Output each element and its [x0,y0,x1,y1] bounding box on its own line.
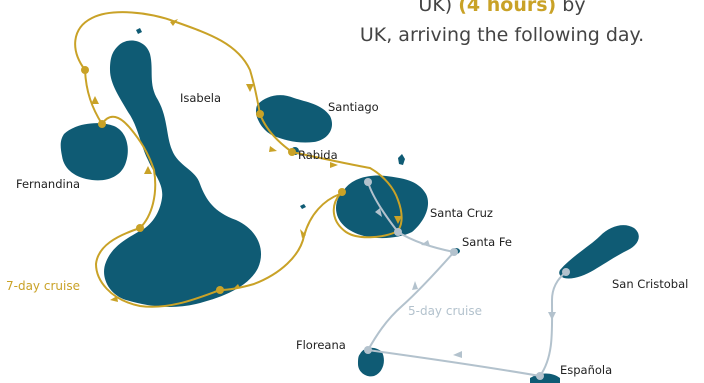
stop-7-fernandina [98,120,106,128]
island-santiago [256,95,333,143]
arrow-7-j [91,96,99,104]
stop-7-isabela-north [81,66,89,74]
label-espanola: Española [560,363,612,377]
arrow-5-d [453,351,462,358]
arrow-5-e [548,312,556,320]
route-7-day-arrows [91,19,402,302]
intro-line-1-highlight: (4 hours) [458,0,557,16]
islet-west-santa-cruz [300,204,306,209]
stop-5-santa-cruz-north [364,178,372,186]
stop-5-san-cristobal [562,268,570,276]
route-5-day-stops [364,178,570,380]
arrow-5-b [421,240,430,246]
label-rabida: Rabida [298,148,338,162]
arrow-7-c [269,146,277,152]
route-7-day-stops [81,66,346,294]
intro-line-1-post: by [562,0,586,16]
label-5-day-cruise: 5-day cruise [408,304,482,318]
label-santiago: Santiago [328,100,379,114]
label-7-day-cruise: 7-day cruise [6,279,80,293]
intro-text: UK) (4 hours) by UK, arriving the follow… [292,0,704,50]
islet-isabela-north [136,28,142,34]
route-5-day-arrows [375,208,556,358]
arrow-7-g [232,284,240,290]
arrow-7-h [110,296,118,302]
stop-5-espanola [536,372,544,380]
arrow-7-b [246,84,254,92]
arrow-7-e [394,216,402,224]
island-fernandina [60,123,128,181]
label-isabela: Isabela [180,91,221,105]
stop-7-rabida [288,148,296,156]
label-santa-cruz: Santa Cruz [430,206,493,220]
intro-line-1-pre: UK) [418,0,453,16]
intro-line-1: UK) (4 hours) by [292,0,704,20]
stop-7-isabela-mid [136,224,144,232]
intro-line-2: UK, arriving the following day. [359,24,645,46]
stop-5-santa-fe [450,248,458,256]
islands-layer [60,28,639,383]
label-san-cristobal: San Cristobal [612,277,688,291]
stop-7-santiago [256,110,264,118]
stop-5-santa-cruz-south [394,228,402,236]
arrow-7-f [300,229,306,238]
island-santa-cruz [336,175,429,239]
islet-north-santa-cruz [398,154,405,165]
label-floreana: Floreana [296,338,346,352]
arrow-7-i [144,166,152,174]
arrow-5-a [375,208,382,217]
arrow-7-a [170,19,178,26]
label-santa-fe: Santa Fe [462,235,512,249]
arrow-7-d [330,162,338,168]
island-san-cristobal [559,225,639,279]
arrow-5-c [412,281,418,290]
island-isabela [104,40,262,307]
stop-7-santa-cruz-west [338,188,346,196]
stop-7-isabela-south [216,286,224,294]
label-fernandina: Fernandina [16,177,80,191]
stop-5-floreana [364,346,372,354]
island-floreana [358,347,384,377]
